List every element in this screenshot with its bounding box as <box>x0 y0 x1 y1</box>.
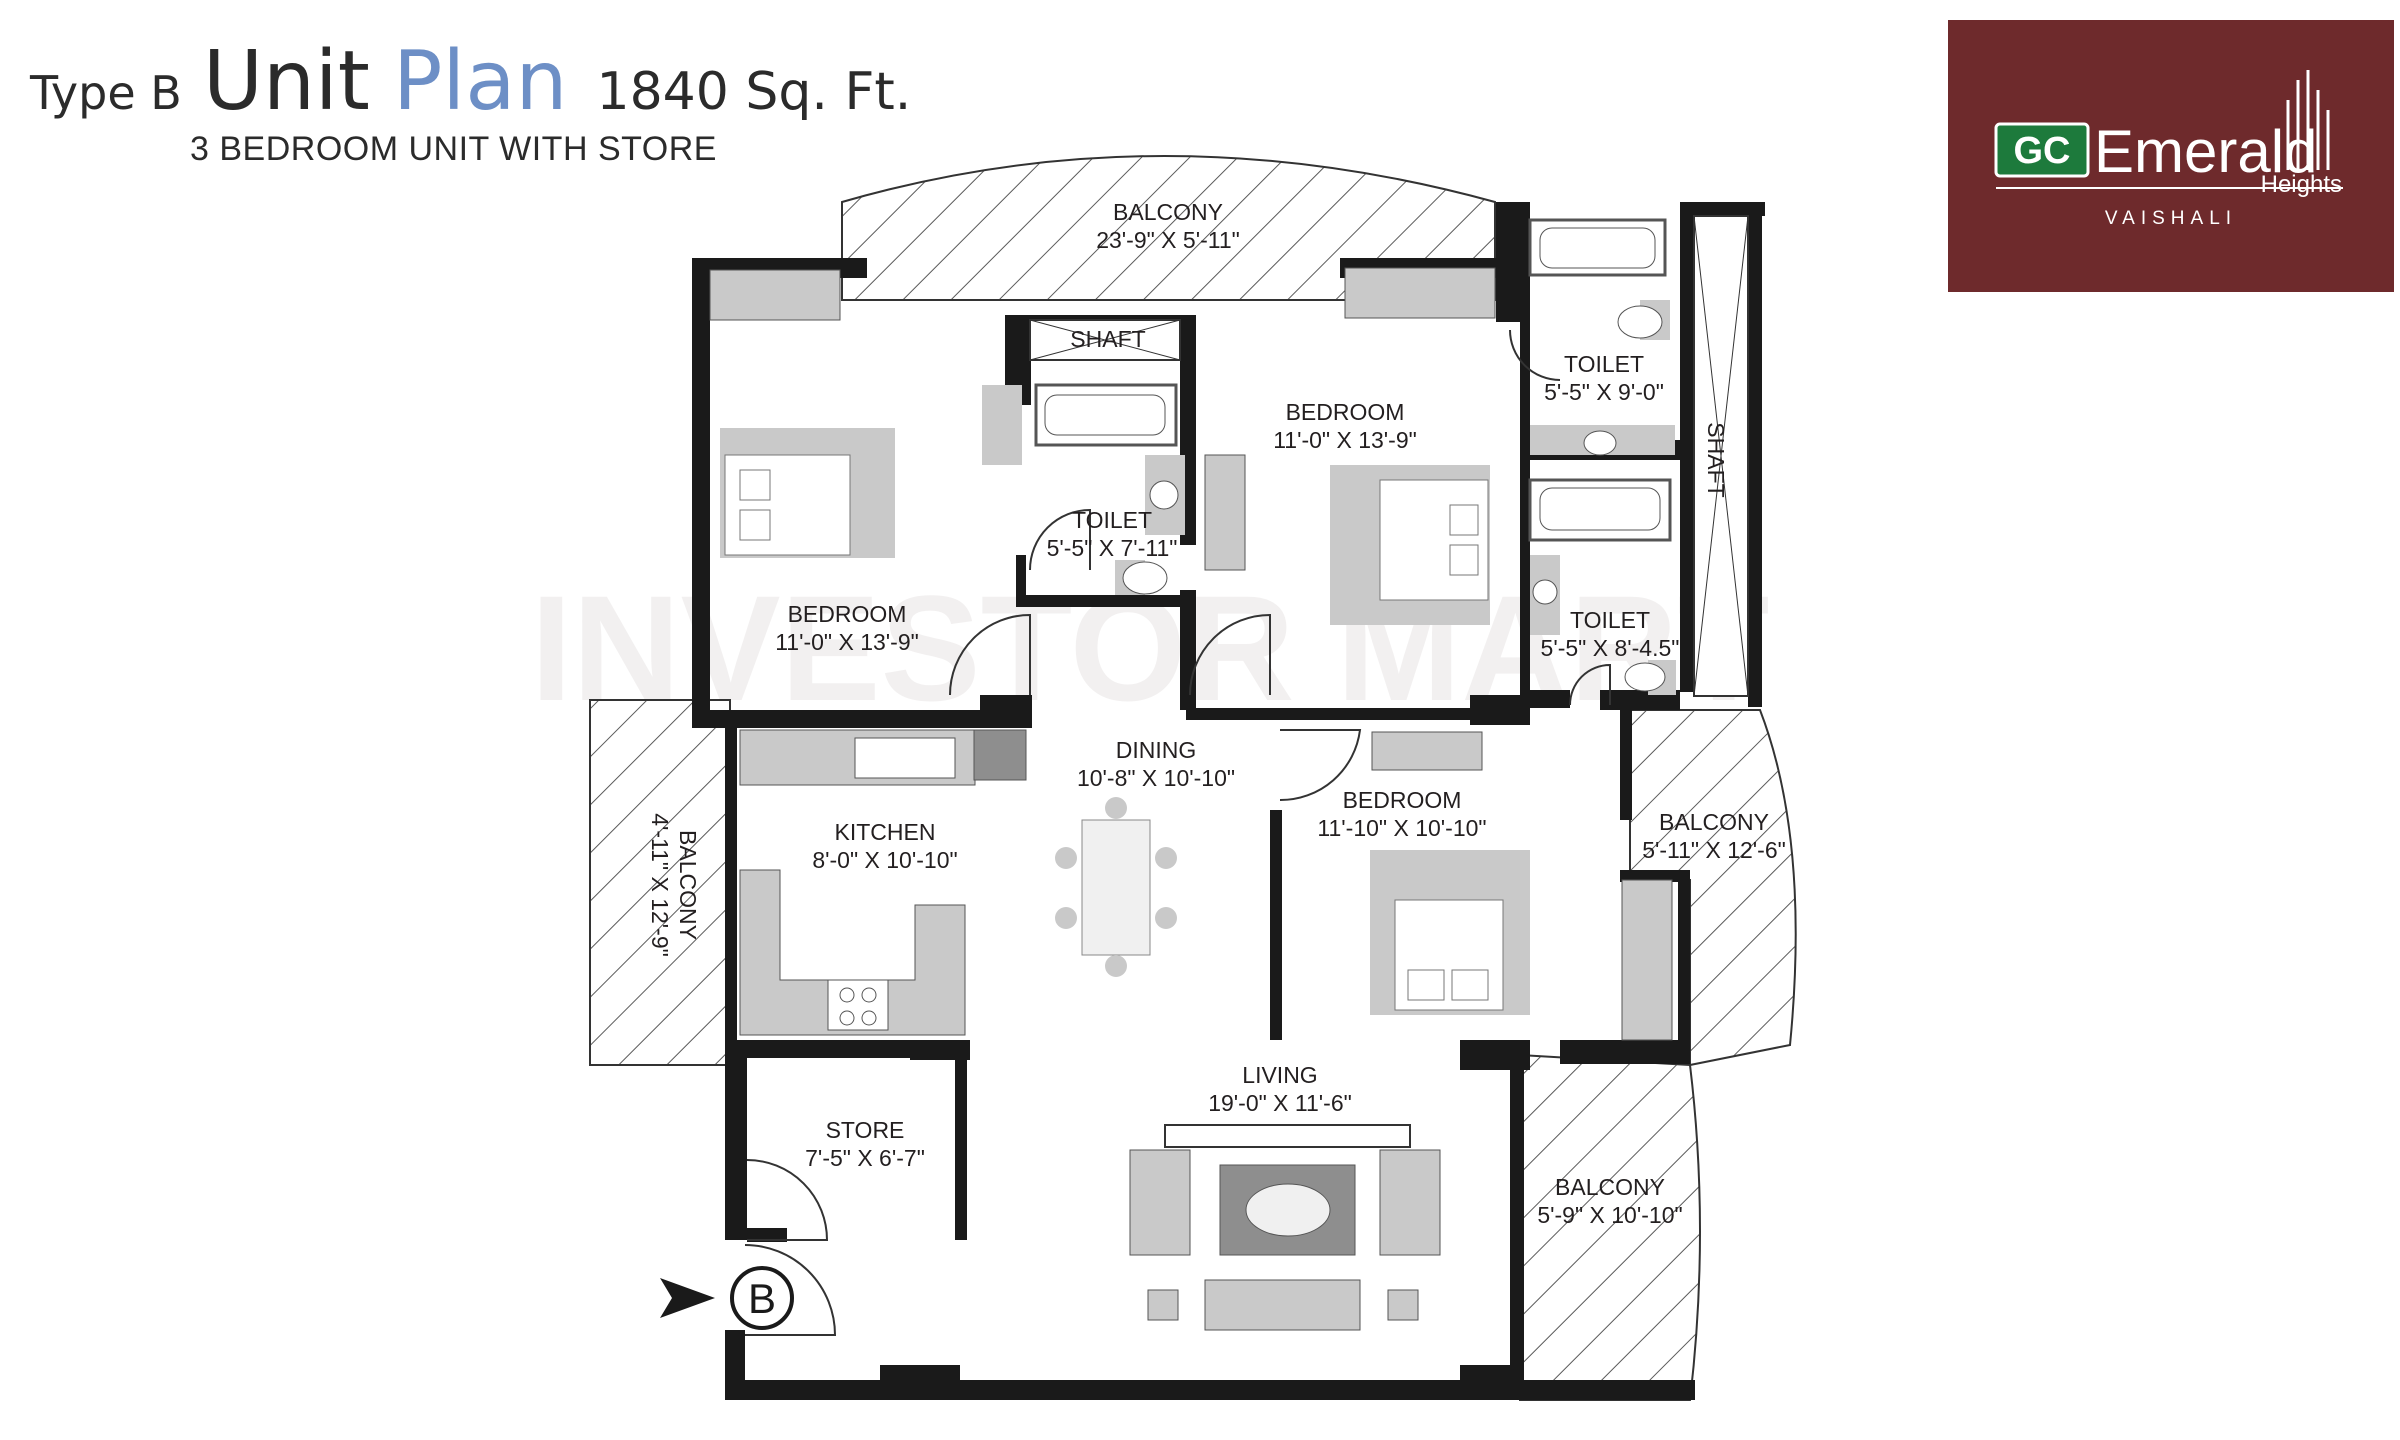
door-swings <box>744 329 1611 1336</box>
living-furniture <box>1129 1124 1441 1331</box>
living-name: LIVING <box>1242 1062 1317 1088</box>
toilet-mid-fixtures <box>982 383 1185 595</box>
balcony-top-size: 23'-9" X 5'-11" <box>1096 227 1240 253</box>
toilet-mid-size: 5'-5" X 7'-11" <box>1047 535 1178 561</box>
logo-graphic: GC Emerald Heights VAISHALI <box>1994 70 2343 229</box>
dining-name: DINING <box>1116 737 1197 763</box>
building-icon <box>2286 70 2330 170</box>
kitchen-size: 8'-0" X 10'-10" <box>812 847 957 873</box>
dining-size: 10'-8" X 10'-10" <box>1077 765 1235 791</box>
store-name: STORE <box>826 1117 905 1143</box>
balcony-right <box>1629 709 1797 1067</box>
shaft-right <box>1693 215 1749 697</box>
toilet-top-right-size: 5'-5" X 9'-0" <box>1544 379 1664 405</box>
balcony-top-name: BALCONY <box>1113 199 1223 225</box>
balcony-bottom-right-name: BALCONY <box>1555 1174 1665 1200</box>
balcony-right-name: BALCONY <box>1659 809 1769 835</box>
area-label: 1840 Sq. Ft. <box>596 62 912 122</box>
toilet-right-fixtures <box>1528 218 1676 695</box>
logo-subname: Heights <box>2261 171 2342 198</box>
gc-badge <box>1994 122 2090 178</box>
walls <box>692 202 1765 1400</box>
bedroom-lower-furniture <box>1370 731 1673 1041</box>
plan-word: Plan <box>392 34 568 129</box>
balcony-left-size: 4'-11" X 12'-9" <box>647 813 673 957</box>
bedroom-top-left-size: 11'-0" X 13'-9" <box>775 629 919 655</box>
entry-marker-label: B <box>748 1275 776 1322</box>
balcony-left-name: BALCONY <box>675 830 701 940</box>
shaft-top <box>1029 319 1181 361</box>
balcony-top <box>841 155 1496 301</box>
bedroom-lower-name: BEDROOM <box>1343 787 1462 813</box>
logo-location: VAISHALI <box>2105 208 2237 229</box>
entry-marker: B <box>660 1266 794 1330</box>
kitchen-name: KITCHEN <box>835 819 936 845</box>
balcony-bottom-right-size: 5'-9" X 10'-10" <box>1537 1202 1682 1228</box>
store-size: 7'-5" X 6'-7" <box>805 1145 925 1171</box>
living-size: 19'-0" X 11'-6" <box>1208 1090 1352 1116</box>
bedroom-top-mid-furniture <box>1204 267 1496 625</box>
balcony-right-size: 5'-11" X 12'-6" <box>1642 837 1786 863</box>
kitchen-counters <box>739 729 1027 1036</box>
toilet-right-name: TOILET <box>1570 607 1650 633</box>
bedroom-top-left-furniture <box>709 269 895 558</box>
dining-table <box>1055 797 1177 977</box>
bedroom-top-mid-name: BEDROOM <box>1286 399 1405 425</box>
unit-word: Unit <box>202 34 370 129</box>
bedroom-lower-size: 11'-10" X 10'-10" <box>1317 815 1486 841</box>
toilet-mid-name: TOILET <box>1072 507 1152 533</box>
shaft-right-name: SHAFT <box>1703 422 1729 497</box>
plan-title: Type B Unit Plan 1840 Sq. Ft. <box>30 34 911 129</box>
plan-subtitle: 3 BEDROOM UNIT WITH STORE <box>190 130 717 168</box>
toilet-top-right-name: TOILET <box>1564 351 1644 377</box>
gc-badge-text: GC <box>2014 130 2071 172</box>
type-label: Type B <box>30 66 182 120</box>
brand-logo: GC Emerald Heights VAISHALI <box>1948 20 2394 292</box>
bedroom-top-mid-size: 11'-0" X 13'-9" <box>1273 427 1417 453</box>
logo-name: Emerald <box>2094 118 2317 185</box>
toilet-right-size: 5'-5" X 8'-4.5" <box>1541 635 1680 661</box>
bedroom-top-left-name: BEDROOM <box>788 601 907 627</box>
shaft-top-name: SHAFT <box>1070 326 1145 352</box>
room-labels: BALCONY 23'-9" X 5'-11" SHAFT TOILET 5'-… <box>647 199 1786 1228</box>
